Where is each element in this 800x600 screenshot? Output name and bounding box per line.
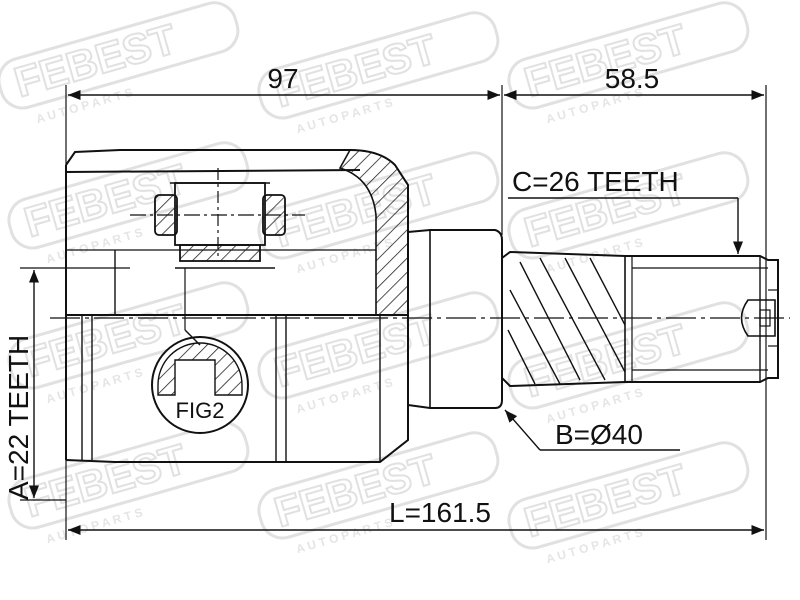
fig2-callout: FIG2 — [151, 329, 249, 434]
tripod-roller — [130, 168, 305, 330]
dim-label-97: 97 — [267, 63, 298, 94]
watermark-logo: FEBEST A U T O P A R T S — [507, 441, 750, 566]
watermark-logo: FEBEST A U T O P A R T S — [0, 1, 240, 126]
svg-text:FEBEST: FEBEST — [19, 435, 192, 526]
fig2-label: FIG2 — [176, 398, 225, 423]
svg-text:FEBEST: FEBEST — [519, 315, 692, 406]
dim-label-58-5: 58.5 — [605, 63, 660, 94]
svg-text:FEBEST: FEBEST — [269, 165, 442, 256]
dim-label-a-teeth: A=22 TEETH — [3, 335, 34, 500]
watermark-logo: FEBEST A U T O P A R T S — [7, 421, 250, 546]
dim-label-total-length: L=161.5 — [389, 497, 491, 528]
svg-text:FEBEST: FEBEST — [9, 15, 182, 106]
dim-label-c-teeth: C=26 TEETH — [512, 166, 679, 197]
joint-housing — [65, 149, 409, 463]
stub-shaft — [501, 250, 779, 388]
dimension-lines — [28, 89, 764, 536]
watermark-logo: FEBEST A U T O P A R T S — [257, 431, 500, 556]
svg-text:FEBEST: FEBEST — [519, 455, 692, 546]
dim-label-b-diameter: B=Ø40 — [555, 419, 643, 450]
